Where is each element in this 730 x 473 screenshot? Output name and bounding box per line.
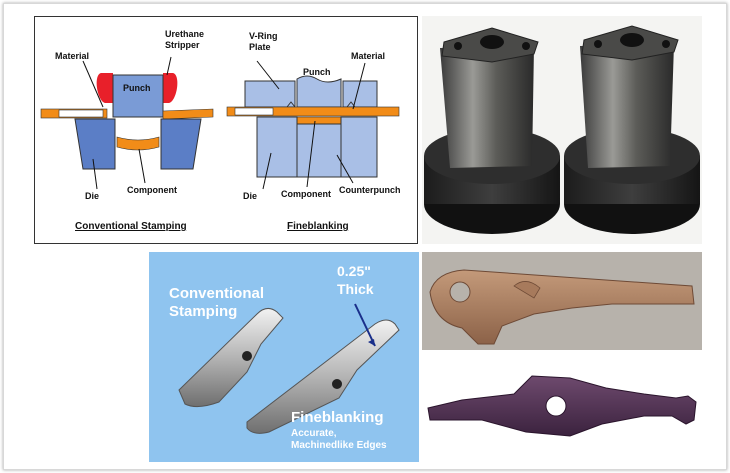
material-strip-right bbox=[162, 108, 214, 120]
fb-die-left bbox=[256, 116, 298, 178]
thickness-arrow bbox=[354, 303, 376, 347]
label-vring-line1: V-Ring bbox=[249, 31, 278, 41]
label-component: Component bbox=[127, 185, 177, 195]
purple-part-photo bbox=[422, 354, 702, 462]
conventional-part-hole bbox=[242, 351, 252, 361]
process-diagram: Material Urethane Stripper Punch Die Com… bbox=[40, 29, 401, 232]
process-diagram-panel: Material Urethane Stripper Punch Die Com… bbox=[34, 16, 418, 244]
label-fb-die: Die bbox=[243, 191, 257, 201]
die-right bbox=[160, 118, 202, 170]
label-counterpunch: Counterpunch bbox=[339, 185, 401, 195]
conventional-stamping-diagram: Material Urethane Stripper Punch Die Com… bbox=[40, 29, 214, 232]
label-fb-punch: Punch bbox=[303, 67, 331, 77]
caption-conventional: Conventional Stamping bbox=[75, 221, 187, 232]
label-fineblanking: Fineblanking bbox=[291, 409, 384, 426]
purple-part-hole bbox=[545, 395, 567, 417]
vring-plate bbox=[244, 80, 296, 108]
parts-comparison-drawing: 0.25" Thick Conventional Stamping Finebl… bbox=[169, 263, 400, 451]
fb-material-white bbox=[234, 107, 274, 116]
label-material: Material bbox=[55, 51, 89, 61]
brown-part-photo bbox=[422, 252, 702, 350]
brown-part-drawing bbox=[429, 269, 695, 345]
urethane-stripper-right bbox=[163, 73, 178, 103]
label-die: Die bbox=[85, 191, 99, 201]
purple-part-drawing bbox=[427, 375, 697, 437]
label-punch: Punch bbox=[123, 83, 151, 93]
thickness-unit: Thick bbox=[337, 281, 374, 297]
parts-comparison-photo: 0.25" Thick Conventional Stamping Finebl… bbox=[149, 252, 419, 462]
die-left bbox=[74, 118, 116, 170]
upper-right-block bbox=[342, 80, 378, 108]
punch-shape bbox=[112, 74, 164, 118]
punch-right bbox=[564, 25, 700, 234]
fb-material-strip bbox=[226, 106, 400, 117]
label-urethane-line1: Urethane bbox=[165, 29, 204, 39]
caption-fineblanking: Fineblanking bbox=[287, 221, 349, 232]
label-fb-component: Component bbox=[281, 189, 331, 199]
image-frame: Material Urethane Stripper Punch Die Com… bbox=[3, 3, 727, 470]
fineblanked-part bbox=[246, 319, 400, 434]
fineblanked-part-hole bbox=[332, 379, 342, 389]
fineblanking-diagram: V-Ring Plate Punch Material Die Componen… bbox=[226, 31, 401, 232]
label-fineblanking-sub2: Machinedlike Edges bbox=[291, 440, 387, 451]
fb-counterpunch bbox=[296, 123, 342, 178]
urethane-stripper-left bbox=[96, 73, 113, 103]
fb-component bbox=[296, 116, 342, 125]
brown-part-hole bbox=[449, 281, 471, 303]
brown-part bbox=[429, 269, 695, 345]
label-fineblanking-sub1: Accurate, bbox=[291, 428, 337, 439]
label-urethane-line2: Stripper bbox=[165, 40, 200, 50]
punches-photo bbox=[422, 16, 702, 244]
label-vring-line2: Plate bbox=[249, 42, 271, 52]
label-fb-material: Material bbox=[351, 51, 385, 61]
label-conventional-line2: Stamping bbox=[169, 303, 237, 320]
punches-photo-drawing bbox=[424, 25, 700, 234]
conventional-part bbox=[178, 308, 284, 408]
fb-die-right bbox=[340, 116, 378, 178]
fb-punch-shape bbox=[296, 75, 342, 108]
punch-left bbox=[424, 27, 560, 234]
label-conventional-line1: Conventional bbox=[169, 285, 264, 302]
component-slug bbox=[116, 136, 160, 151]
material-strip-white bbox=[58, 109, 104, 118]
thickness-value: 0.25" bbox=[337, 263, 371, 279]
